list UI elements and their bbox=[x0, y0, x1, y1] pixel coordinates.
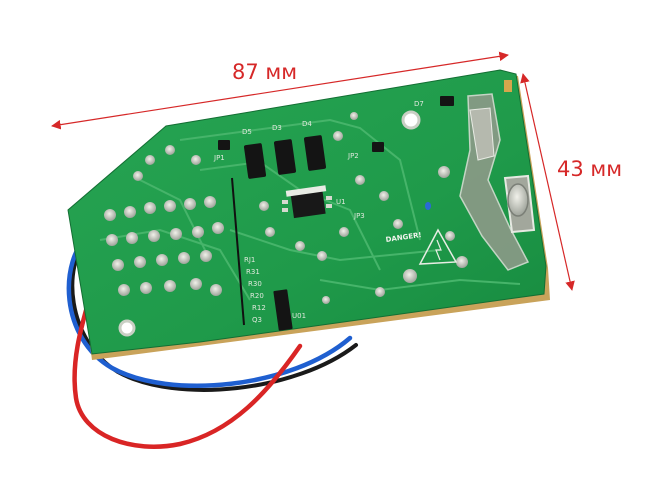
wire-bundle bbox=[66, 229, 358, 449]
silkscreen-labels: D5 D3 D4 D7 JP2 JP1 JP3 U1 DANGER! RJ1 R… bbox=[213, 100, 424, 324]
mounting-hole bbox=[118, 319, 136, 337]
pad-cluster-middle bbox=[259, 112, 468, 304]
label-d5: D5 bbox=[242, 128, 252, 136]
label-r20: R20 bbox=[250, 292, 264, 300]
pad-cluster-left bbox=[104, 145, 224, 296]
label-r31: R31 bbox=[246, 268, 260, 276]
blue-component bbox=[425, 202, 431, 210]
blue-wire bbox=[66, 229, 353, 388]
corner-pad bbox=[504, 80, 512, 92]
high-voltage-traces bbox=[459, 93, 536, 271]
label-r30: R30 bbox=[248, 280, 262, 288]
red-wire bbox=[72, 279, 303, 449]
label-d7: D7 bbox=[414, 100, 424, 108]
component-outline bbox=[231, 177, 245, 326]
label-d4: D4 bbox=[302, 120, 312, 128]
label-jp1: JP1 bbox=[213, 154, 225, 162]
label-jp3: JP3 bbox=[353, 212, 365, 220]
label-u1: U1 bbox=[336, 198, 346, 206]
width-dimension: 87 мм bbox=[51, 51, 509, 130]
label-jp2: JP2 bbox=[347, 152, 359, 160]
diode-row bbox=[218, 96, 454, 179]
height-dimension: 43 мм bbox=[520, 73, 622, 291]
height-dimension-label: 43 мм bbox=[557, 157, 622, 181]
ic-u1 bbox=[282, 185, 332, 219]
label-q3: Q3 bbox=[252, 316, 262, 324]
transistor-q3 bbox=[273, 289, 293, 331]
mounting-hole bbox=[401, 110, 421, 130]
width-dimension-arrow bbox=[51, 51, 509, 130]
label-u01: U01 bbox=[292, 312, 306, 320]
danger-warning-icon bbox=[418, 228, 458, 265]
label-rj1: RJ1 bbox=[244, 256, 255, 264]
label-r12: R12 bbox=[252, 304, 266, 312]
label-d3: D3 bbox=[272, 124, 282, 132]
height-dimension-arrow bbox=[520, 73, 575, 291]
width-dimension-label: 87 мм bbox=[232, 60, 297, 84]
